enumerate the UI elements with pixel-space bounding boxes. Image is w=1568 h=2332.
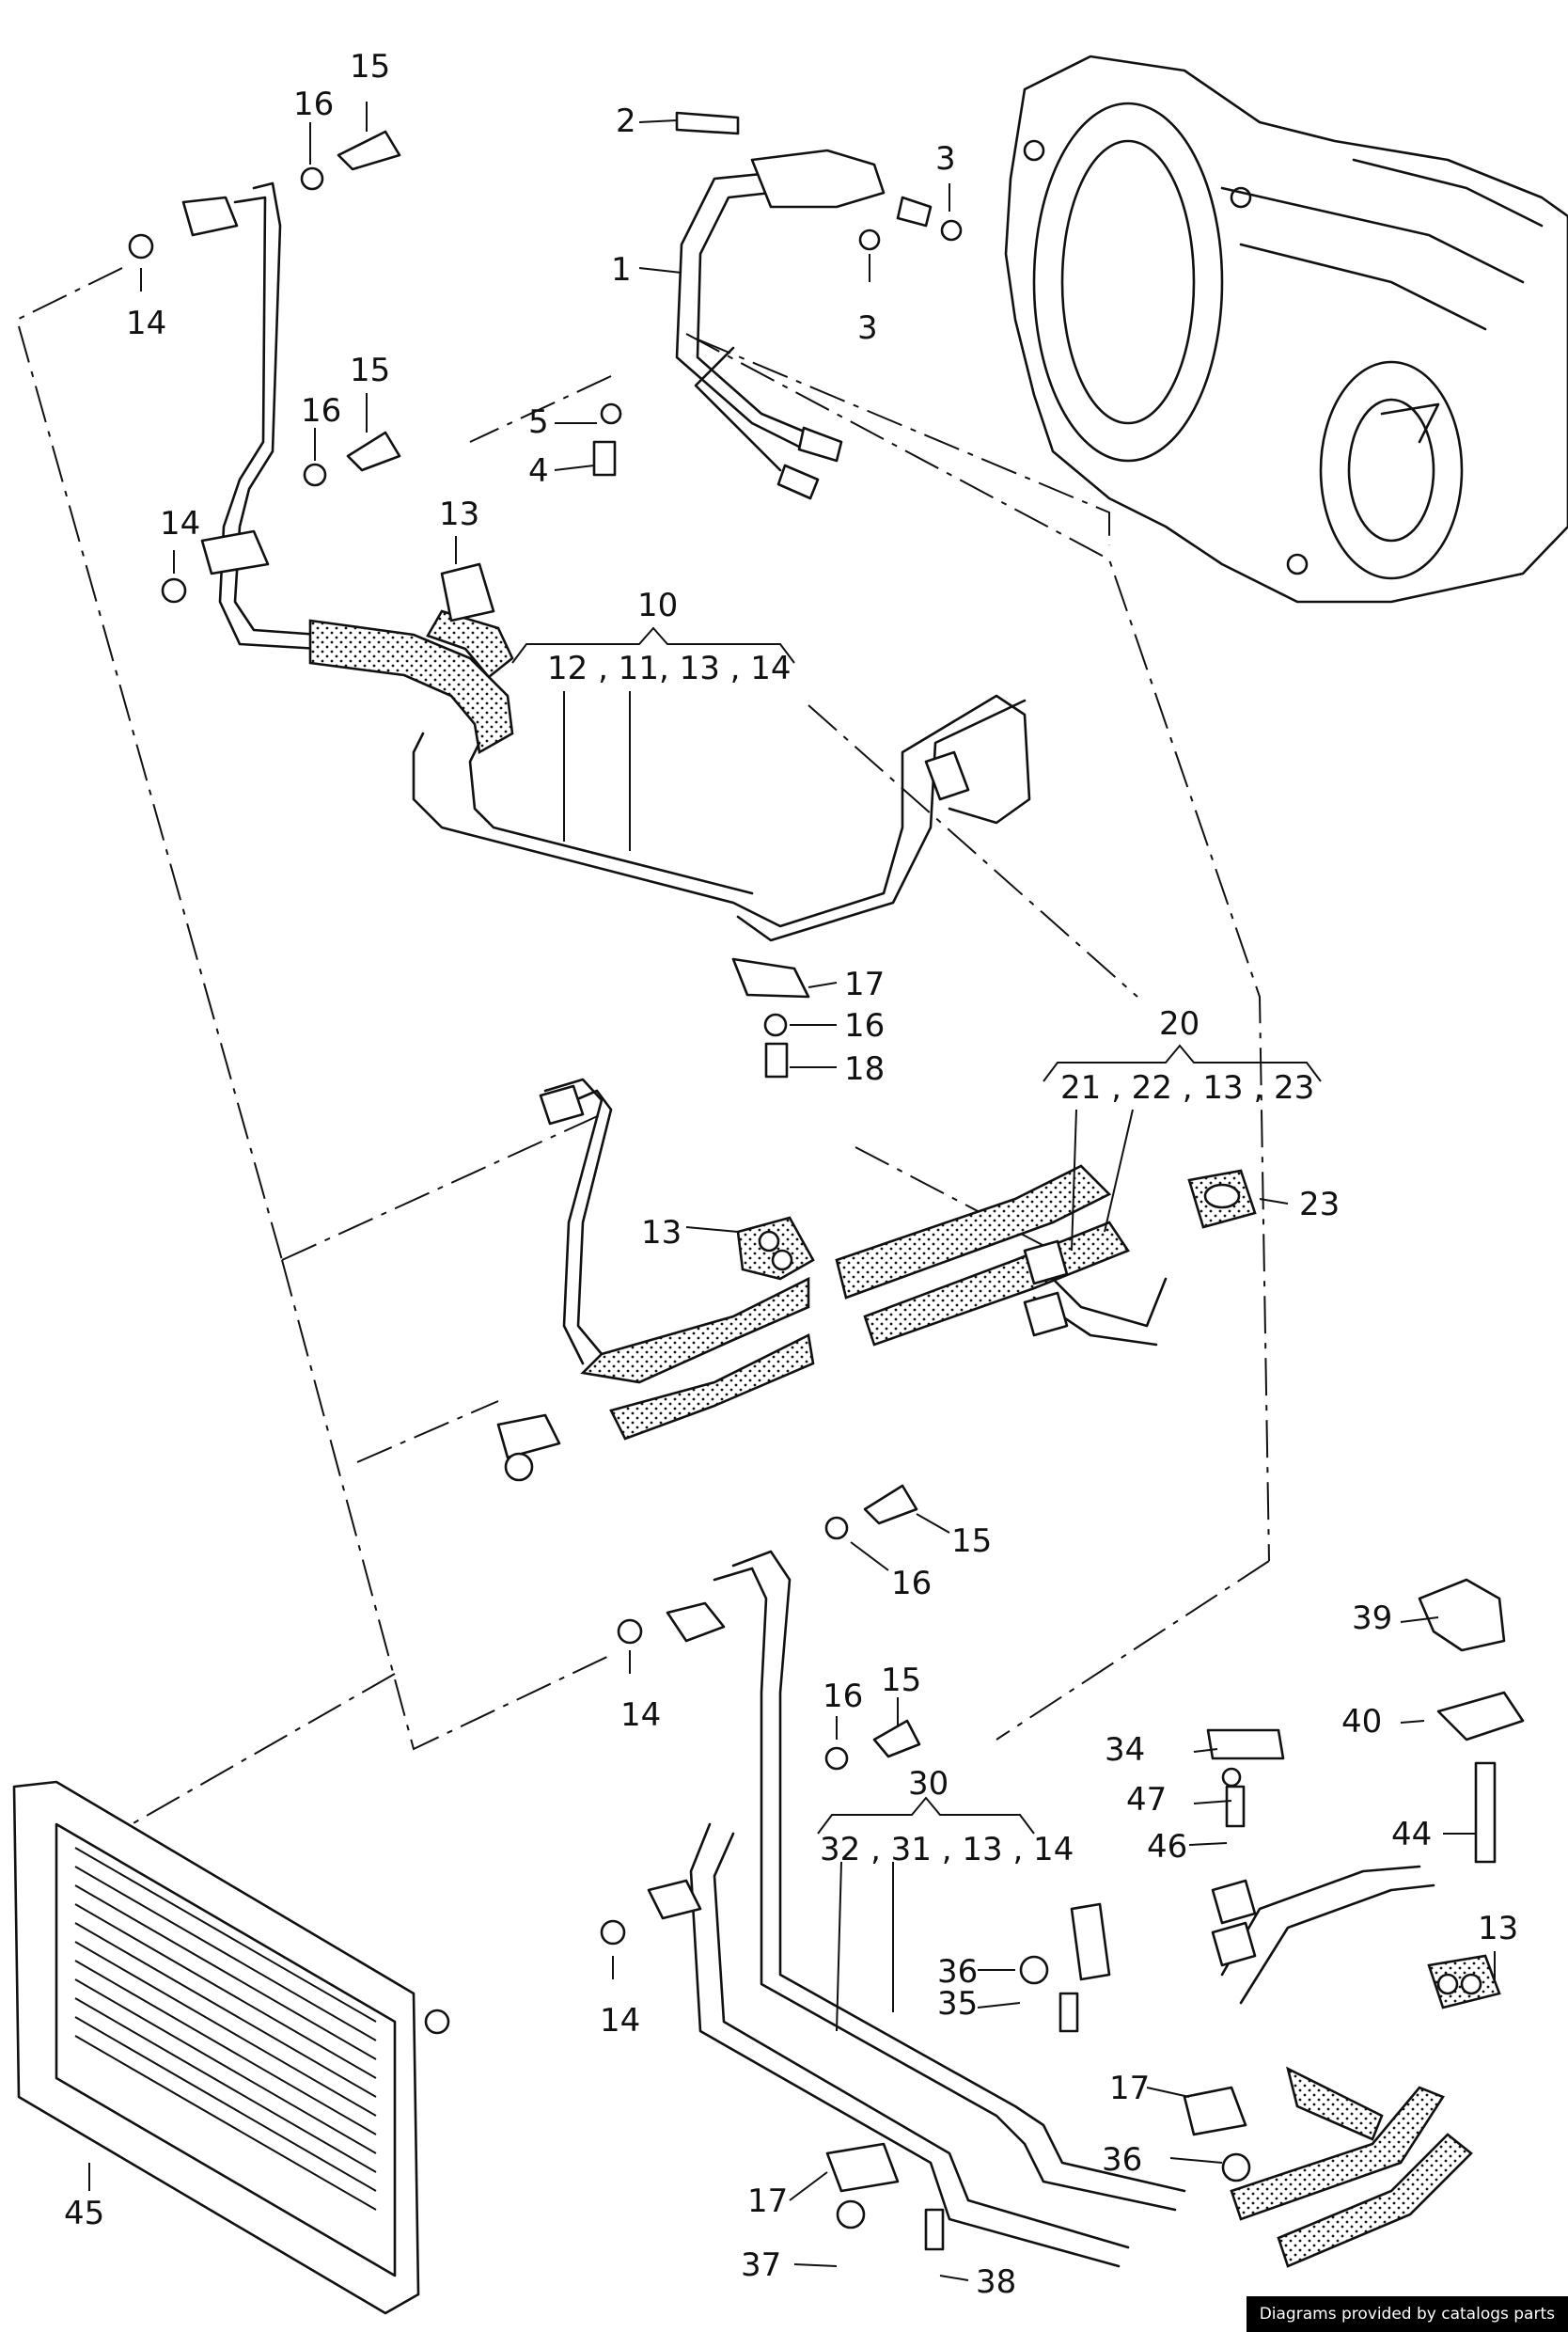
callout-46: 46 xyxy=(1147,1828,1187,1866)
callout-47: 47 xyxy=(1126,1781,1167,1819)
callout-20: 20 xyxy=(1159,1005,1200,1043)
callout-16: 16 xyxy=(891,1565,932,1602)
callout-20-subparts: 21 , 22 , 13 , 23 xyxy=(1060,1069,1314,1107)
callout-numbers: 1 2 3 3 4 5 10 12 , 11, 13 , 14 13 13 13… xyxy=(64,48,1518,2301)
callout-17: 17 xyxy=(844,966,885,1003)
callout-10: 10 xyxy=(637,587,678,624)
oil-cooler-hose-set-10 xyxy=(308,562,1031,1079)
callout-39: 39 xyxy=(1352,1599,1392,1637)
callout-15: 15 xyxy=(951,1522,992,1560)
callout-17: 17 xyxy=(1109,2070,1150,2107)
callout-16: 16 xyxy=(293,86,334,123)
callout-10-subparts: 12 , 11, 13 , 14 xyxy=(547,650,792,687)
callout-35: 35 xyxy=(937,1985,978,2023)
assembly-outline-lines xyxy=(15,267,1270,1825)
callout-23: 23 xyxy=(1299,1186,1340,1223)
callout-37: 37 xyxy=(741,2246,781,2284)
callout-14: 14 xyxy=(600,2002,640,2040)
left-upper-pipe xyxy=(128,130,401,651)
callout-5: 5 xyxy=(528,403,549,441)
callout-14: 14 xyxy=(620,1696,661,1734)
callout-36: 36 xyxy=(937,1953,978,1991)
callout-45: 45 xyxy=(64,2195,104,2232)
callout-4: 4 xyxy=(528,452,549,490)
callout-14: 14 xyxy=(126,305,166,342)
callout-34: 34 xyxy=(1105,1731,1145,1769)
radiator xyxy=(12,1780,450,2315)
callout-2: 2 xyxy=(616,102,636,140)
callout-15: 15 xyxy=(881,1662,921,1699)
callout-leader-lines xyxy=(88,102,1496,2281)
callout-16: 16 xyxy=(301,392,341,430)
gearbox-housing xyxy=(1004,55,1568,604)
gearbox-oil-pipe-assembly xyxy=(592,111,963,500)
oil-cooler-hose-set-30 xyxy=(600,1484,1525,2268)
callout-3: 3 xyxy=(935,140,956,178)
callout-1: 1 xyxy=(611,251,632,289)
callout-13: 13 xyxy=(1478,1910,1518,1947)
callout-17: 17 xyxy=(747,2182,788,2220)
callout-15: 15 xyxy=(350,352,390,389)
callout-30: 30 xyxy=(908,1765,949,1803)
callout-16: 16 xyxy=(844,1007,885,1045)
oil-cooler-hose-set-20 xyxy=(496,1078,1257,1482)
callout-13: 13 xyxy=(641,1214,682,1252)
callout-44: 44 xyxy=(1391,1816,1432,1853)
callout-18: 18 xyxy=(844,1050,885,1088)
callout-3: 3 xyxy=(857,309,878,347)
callout-38: 38 xyxy=(976,2263,1016,2301)
callout-15: 15 xyxy=(350,48,390,86)
callout-13: 13 xyxy=(439,496,479,533)
callout-36: 36 xyxy=(1102,2141,1142,2179)
watermark: Diagrams provided by catalogs parts xyxy=(1246,2296,1568,2332)
callout-16: 16 xyxy=(823,1678,863,1715)
callout-14: 14 xyxy=(160,505,200,543)
callout-40: 40 xyxy=(1341,1703,1382,1741)
callout-30-subparts: 32 , 31 , 13 , 14 xyxy=(820,1831,1074,1868)
